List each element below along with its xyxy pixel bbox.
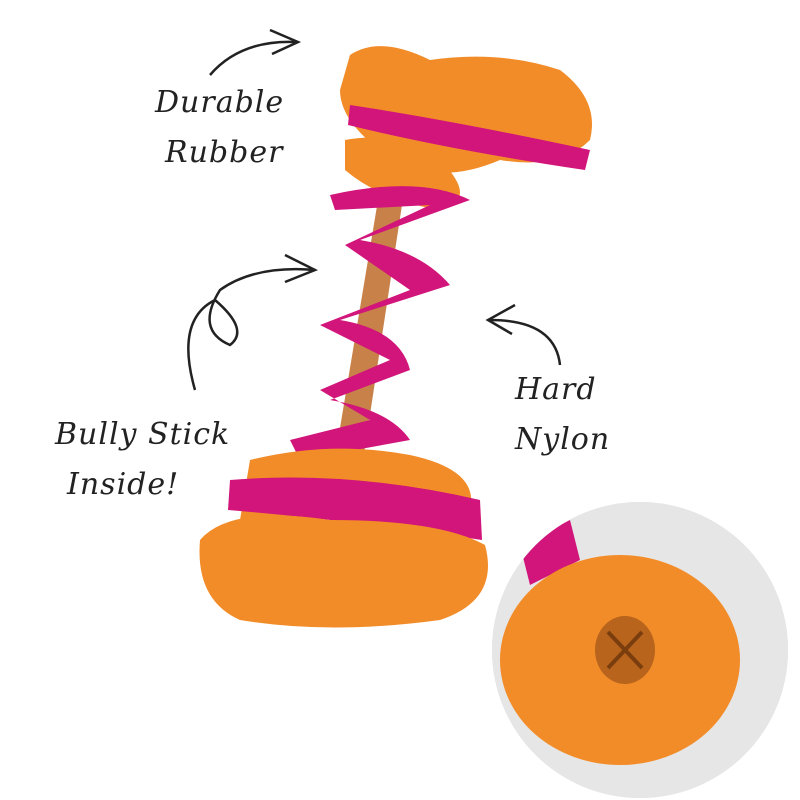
label-line: Nylon bbox=[515, 422, 611, 457]
nylon-spiral bbox=[290, 186, 470, 460]
nylon-arrow bbox=[489, 318, 562, 366]
bottom-rubber-end bbox=[199, 448, 488, 628]
inset-photo bbox=[492, 502, 788, 798]
label-line: Bully Stick bbox=[55, 417, 231, 452]
label-line: Hard bbox=[515, 372, 597, 407]
label-line: Rubber bbox=[165, 135, 284, 170]
bully-arrow bbox=[187, 267, 316, 391]
arrows bbox=[187, 28, 562, 391]
rubber-arrow bbox=[209, 40, 296, 76]
label-line: Durable bbox=[155, 85, 285, 120]
hard-nylon-label: Hard Nylon bbox=[515, 365, 610, 465]
top-rubber-end bbox=[340, 46, 592, 210]
durable-rubber-label: Durable Rubber bbox=[155, 78, 284, 178]
bully-stick-label: Bully Stick Inside! bbox=[55, 410, 230, 510]
label-line: Inside! bbox=[67, 467, 180, 502]
